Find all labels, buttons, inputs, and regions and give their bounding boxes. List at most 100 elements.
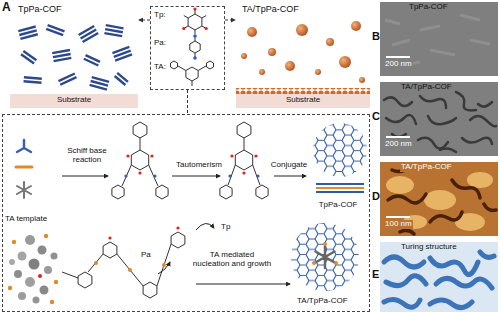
monomer-structures [171, 9, 214, 86]
monomer-structures [178, 66, 206, 86]
atom-dots [128, 268, 132, 272]
cof-spheres [241, 21, 365, 83]
imine-structures [156, 185, 168, 199]
ta-template-molecule [44, 234, 48, 238]
scale-label: 200 nm [384, 140, 413, 149]
atom-dots [124, 154, 259, 177]
afm-image [386, 176, 414, 194]
cof-spheres [241, 53, 247, 59]
panel-letter: E [372, 268, 379, 280]
monomer-structures [207, 61, 214, 69]
reaction-arrows [196, 223, 214, 230]
cof-spheres [296, 24, 308, 36]
ta-template-molecule [38, 246, 47, 255]
imine-structures [122, 138, 158, 186]
cof-stacks [83, 58, 99, 67]
monomer-box: Tp:Pa:TA: [150, 6, 225, 90]
cof-spheres [339, 56, 351, 68]
afm-image [424, 190, 456, 210]
cof-stacks [82, 32, 99, 43]
product-label: TA/TpPa-COF [297, 297, 348, 306]
atom-dots [150, 154, 153, 157]
cof-stacks [89, 84, 107, 91]
panel-letter: C [372, 110, 380, 122]
atom-dots [182, 27, 185, 30]
cof-spheres [359, 77, 365, 83]
monomer-label: TA: [154, 63, 166, 72]
turing-pattern [384, 252, 494, 308]
ta-template-molecule [25, 235, 35, 245]
dashed-connector [225, 20, 235, 21]
stacked-layers [316, 191, 364, 193]
cof-spheres [285, 61, 295, 71]
ta-core [312, 242, 338, 268]
panel-letter: D [372, 190, 380, 202]
ta-template-molecule [12, 240, 16, 244]
monomer-structures [195, 37, 196, 57]
reaction-arrows [158, 262, 170, 274]
cof-stacks [23, 76, 41, 84]
image-title: Turing structure [400, 243, 458, 252]
cof-stacks [83, 54, 100, 67]
sem-image [386, 136, 410, 138]
ta-template-molecule [50, 300, 54, 304]
cof-stacks [46, 24, 65, 36]
cof-stacks [115, 53, 133, 61]
atom-dots [94, 261, 98, 265]
sem-image [418, 138, 448, 149]
atom-dots [242, 171, 245, 174]
stacked-layers [316, 187, 364, 189]
ta-core [323, 242, 327, 246]
cof-stacks [20, 53, 34, 64]
sem-image [456, 92, 476, 110]
ta-template-molecule [33, 297, 40, 304]
cof-spheres [247, 27, 257, 37]
cof-stacks [53, 57, 71, 62]
image-panel: BTpPa-COF200 nm [372, 0, 500, 78]
cof-stacks [20, 50, 37, 64]
cof-stacks [112, 46, 132, 62]
sem-image [380, 82, 498, 156]
ta-template-molecule [44, 266, 52, 274]
cof-stacks [18, 25, 38, 40]
sem-image [386, 115, 416, 124]
atom-dots [193, 7, 196, 10]
ta-core [316, 246, 335, 268]
cof-stacks [60, 76, 77, 86]
ta-template-molecule [8, 234, 58, 304]
monomer-structures [188, 14, 202, 30]
afm-image [380, 162, 498, 236]
cof-stacks [46, 28, 64, 36]
reaction-arrows [196, 284, 290, 285]
ta-template-molecule [18, 252, 27, 261]
monomer-icons [17, 182, 31, 198]
process-label: TA mediated nucleation and growth [191, 251, 273, 269]
atom-dots [205, 27, 208, 30]
afm-image [430, 212, 462, 222]
atom-dots [256, 174, 259, 177]
image-panel: CTA/TpPa-COF200 nm [372, 80, 500, 158]
ta-core [312, 261, 316, 265]
imine-structures [133, 122, 147, 138]
cof-network [291, 223, 359, 291]
atom-dots [193, 56, 197, 60]
atom-dots [230, 154, 233, 157]
scene-panel: TpPa-COFSubstrate [10, 2, 138, 110]
imine-structures [220, 185, 232, 199]
cof-spheres [315, 69, 321, 75]
arrow-label: Schiff base reaction [59, 147, 115, 165]
image-title: TpPa-COF [408, 3, 449, 12]
afm-image [388, 194, 426, 203]
monomer-structures [186, 67, 198, 81]
atom-dots [94, 226, 180, 272]
turing-pattern [384, 299, 420, 307]
panel-letter: B [372, 30, 380, 42]
atom-dots [126, 154, 129, 157]
cof-spheres [326, 38, 334, 46]
monomer-label: Tp [221, 223, 230, 232]
product-label: TpPa-COF [307, 201, 369, 210]
growing-chain [103, 242, 117, 258]
scheme-box: Schiff base reactionTautomerismConjugate… [2, 114, 370, 312]
ta-template-molecule [9, 259, 15, 265]
